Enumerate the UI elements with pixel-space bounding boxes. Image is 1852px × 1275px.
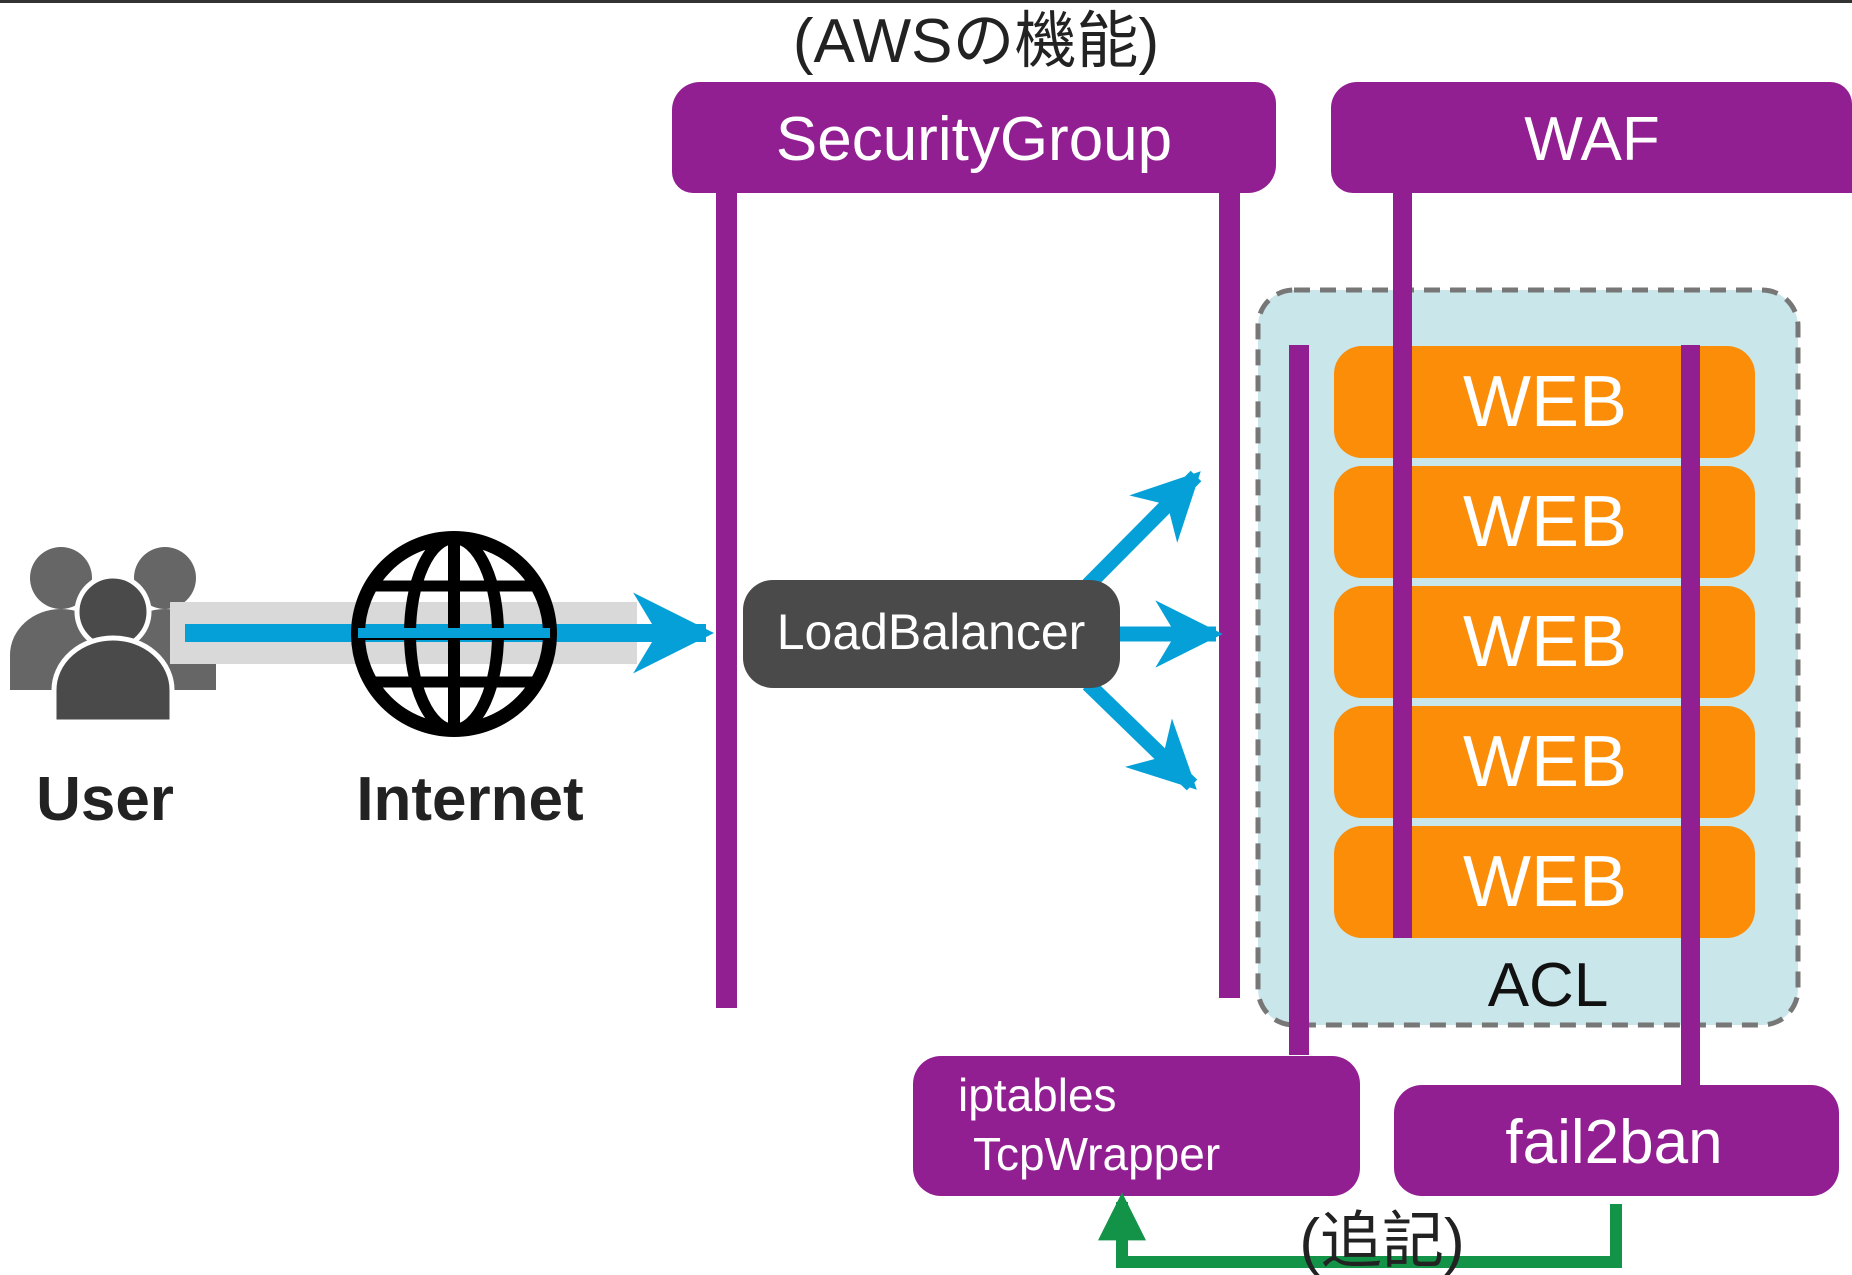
security-group-box [672,82,1276,193]
fail2ban-box [1394,1085,1839,1196]
web-server-4 [1334,706,1755,818]
web-server-1-label: WEB [1463,362,1627,442]
iptables-box [913,1056,1360,1196]
web-server-3 [1334,586,1755,698]
lb-arrow-down [1082,678,1198,791]
web-server-4-label: WEB [1463,722,1627,802]
security-group-label: SecurityGroup [776,105,1172,174]
lb-arrow-up [1082,470,1202,591]
web-server-2-label: WEB [1463,482,1627,562]
web-server-stack: WEB WEB WEB WEB WEB [1334,346,1755,938]
iptables-label: iptables [958,1069,1117,1121]
user-label: User [36,765,174,834]
tcpwrapper-label: TcpWrapper [973,1128,1220,1180]
load-balancer-box [743,580,1120,688]
web-server-1 [1334,346,1755,458]
addendum-label: (追記) [1299,1207,1464,1275]
web-server-5-label: WEB [1463,842,1627,922]
acl-label: ACL [1488,951,1609,1020]
waf-label: WAF [1524,105,1659,174]
load-balancer-label: LoadBalancer [777,604,1086,660]
iptables-line [1289,345,1309,1055]
security-group-line-right [1219,193,1240,998]
users-icon [10,547,216,725]
web-server-2 [1334,466,1755,578]
fail2ban-label: fail2ban [1505,1108,1722,1177]
fail2ban-to-iptables-arrow [1098,1192,1622,1268]
top-border [0,0,1852,3]
aws-features-label: (AWSの機能) [793,7,1159,76]
waf-box [1331,82,1852,193]
fail2ban-line [1681,345,1700,1085]
web-server-5 [1334,826,1755,938]
internet-label: Internet [356,765,583,834]
security-group-line-left [716,193,737,1008]
waf-line [1393,193,1412,938]
web-server-3-label: WEB [1463,602,1627,682]
